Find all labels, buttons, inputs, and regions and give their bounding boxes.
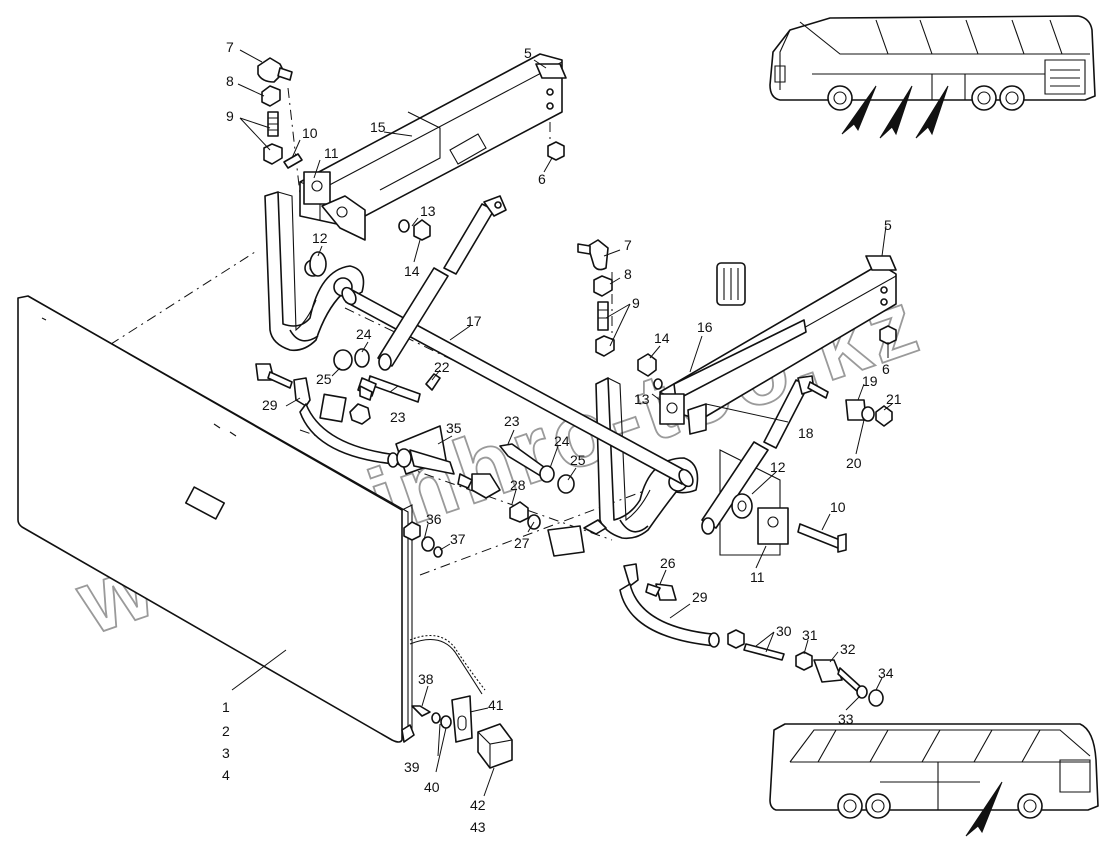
callout-13: 13 (420, 203, 436, 219)
callout-8: 8 (624, 266, 632, 282)
callout-21: 21 (886, 391, 902, 407)
callout-29: 29 (262, 397, 278, 413)
callout-4: 4 (222, 767, 230, 783)
callout-7: 7 (226, 39, 234, 55)
left-upper-bracket (299, 53, 563, 241)
leader-lines (231, 49, 893, 797)
callout-41: 41 (488, 697, 504, 713)
callout-3: 3 (222, 745, 230, 761)
gas-strut-right (701, 375, 815, 535)
callout-33: 33 (838, 711, 854, 727)
support-rod-right (547, 519, 720, 648)
callout-10: 10 (830, 499, 846, 515)
callout-6: 6 (882, 361, 890, 377)
callout-24: 24 (554, 433, 570, 449)
callout-30: 30 (776, 623, 792, 639)
callout-23: 23 (504, 413, 520, 429)
cable-hose (409, 634, 486, 691)
callout-5: 5 (524, 45, 532, 61)
callout-9: 9 (632, 295, 640, 311)
bus-side-view (769, 723, 1099, 837)
callout-19: 19 (862, 373, 878, 389)
callout-28: 28 (510, 477, 526, 493)
callout-1: 1 (222, 699, 230, 715)
callout-16: 16 (697, 319, 713, 335)
callout-12: 12 (770, 459, 786, 475)
callout-12: 12 (312, 230, 328, 246)
callout-15: 15 (370, 119, 386, 135)
callout-8: 8 (226, 73, 234, 89)
callout-14: 14 (654, 330, 670, 346)
callout-10: 10 (302, 125, 318, 141)
lock-bracket (395, 425, 455, 475)
callout-17: 17 (466, 313, 482, 329)
torsion-rod (341, 286, 694, 488)
callout-11: 11 (750, 569, 765, 585)
callout-6: 6 (538, 171, 546, 187)
callout-26: 26 (660, 555, 676, 571)
callout-31: 31 (802, 627, 818, 643)
callout-22: 22 (434, 359, 450, 375)
callout-14: 14 (404, 263, 420, 279)
callout-40: 40 (424, 779, 440, 795)
callout-34: 34 (878, 665, 894, 681)
vent-grille-icon (716, 262, 746, 306)
callout-5: 5 (884, 217, 892, 233)
door-panel (17, 295, 415, 743)
callout-43: 43 (470, 819, 486, 835)
callout-25: 25 (316, 371, 332, 387)
fitting-elbow-left (257, 57, 303, 169)
callout-18: 18 (798, 425, 814, 441)
callout-39: 39 (404, 759, 420, 775)
right-upper-bracket (659, 263, 897, 435)
callout-27: 27 (514, 535, 530, 551)
callout-36: 36 (426, 511, 442, 527)
fitting-elbow-right (577, 239, 615, 357)
callout-23: 23 (390, 409, 406, 425)
callout-9: 9 (226, 108, 234, 124)
callout-35: 35 (446, 420, 462, 436)
callout-7: 7 (624, 237, 632, 253)
callout-24: 24 (356, 326, 372, 342)
callout-20: 20 (846, 455, 862, 471)
callout-32: 32 (840, 641, 856, 657)
support-rod-left (293, 377, 399, 468)
callout-38: 38 (418, 671, 434, 687)
callout-13: 13 (634, 391, 650, 407)
bus-top-view (769, 15, 1096, 139)
callout-42: 42 (470, 797, 486, 813)
callout-37: 37 (450, 531, 466, 547)
callout-11: 11 (324, 145, 339, 161)
callout-25: 25 (570, 452, 586, 468)
fasteners (255, 63, 897, 769)
callout-29: 29 (692, 589, 708, 605)
gas-strut-left (377, 195, 507, 371)
callout-2: 2 (222, 723, 230, 739)
callout-labels: 7 8 9 10 11 15 5 6 13 14 12 17 24 25 22 … (222, 39, 902, 835)
